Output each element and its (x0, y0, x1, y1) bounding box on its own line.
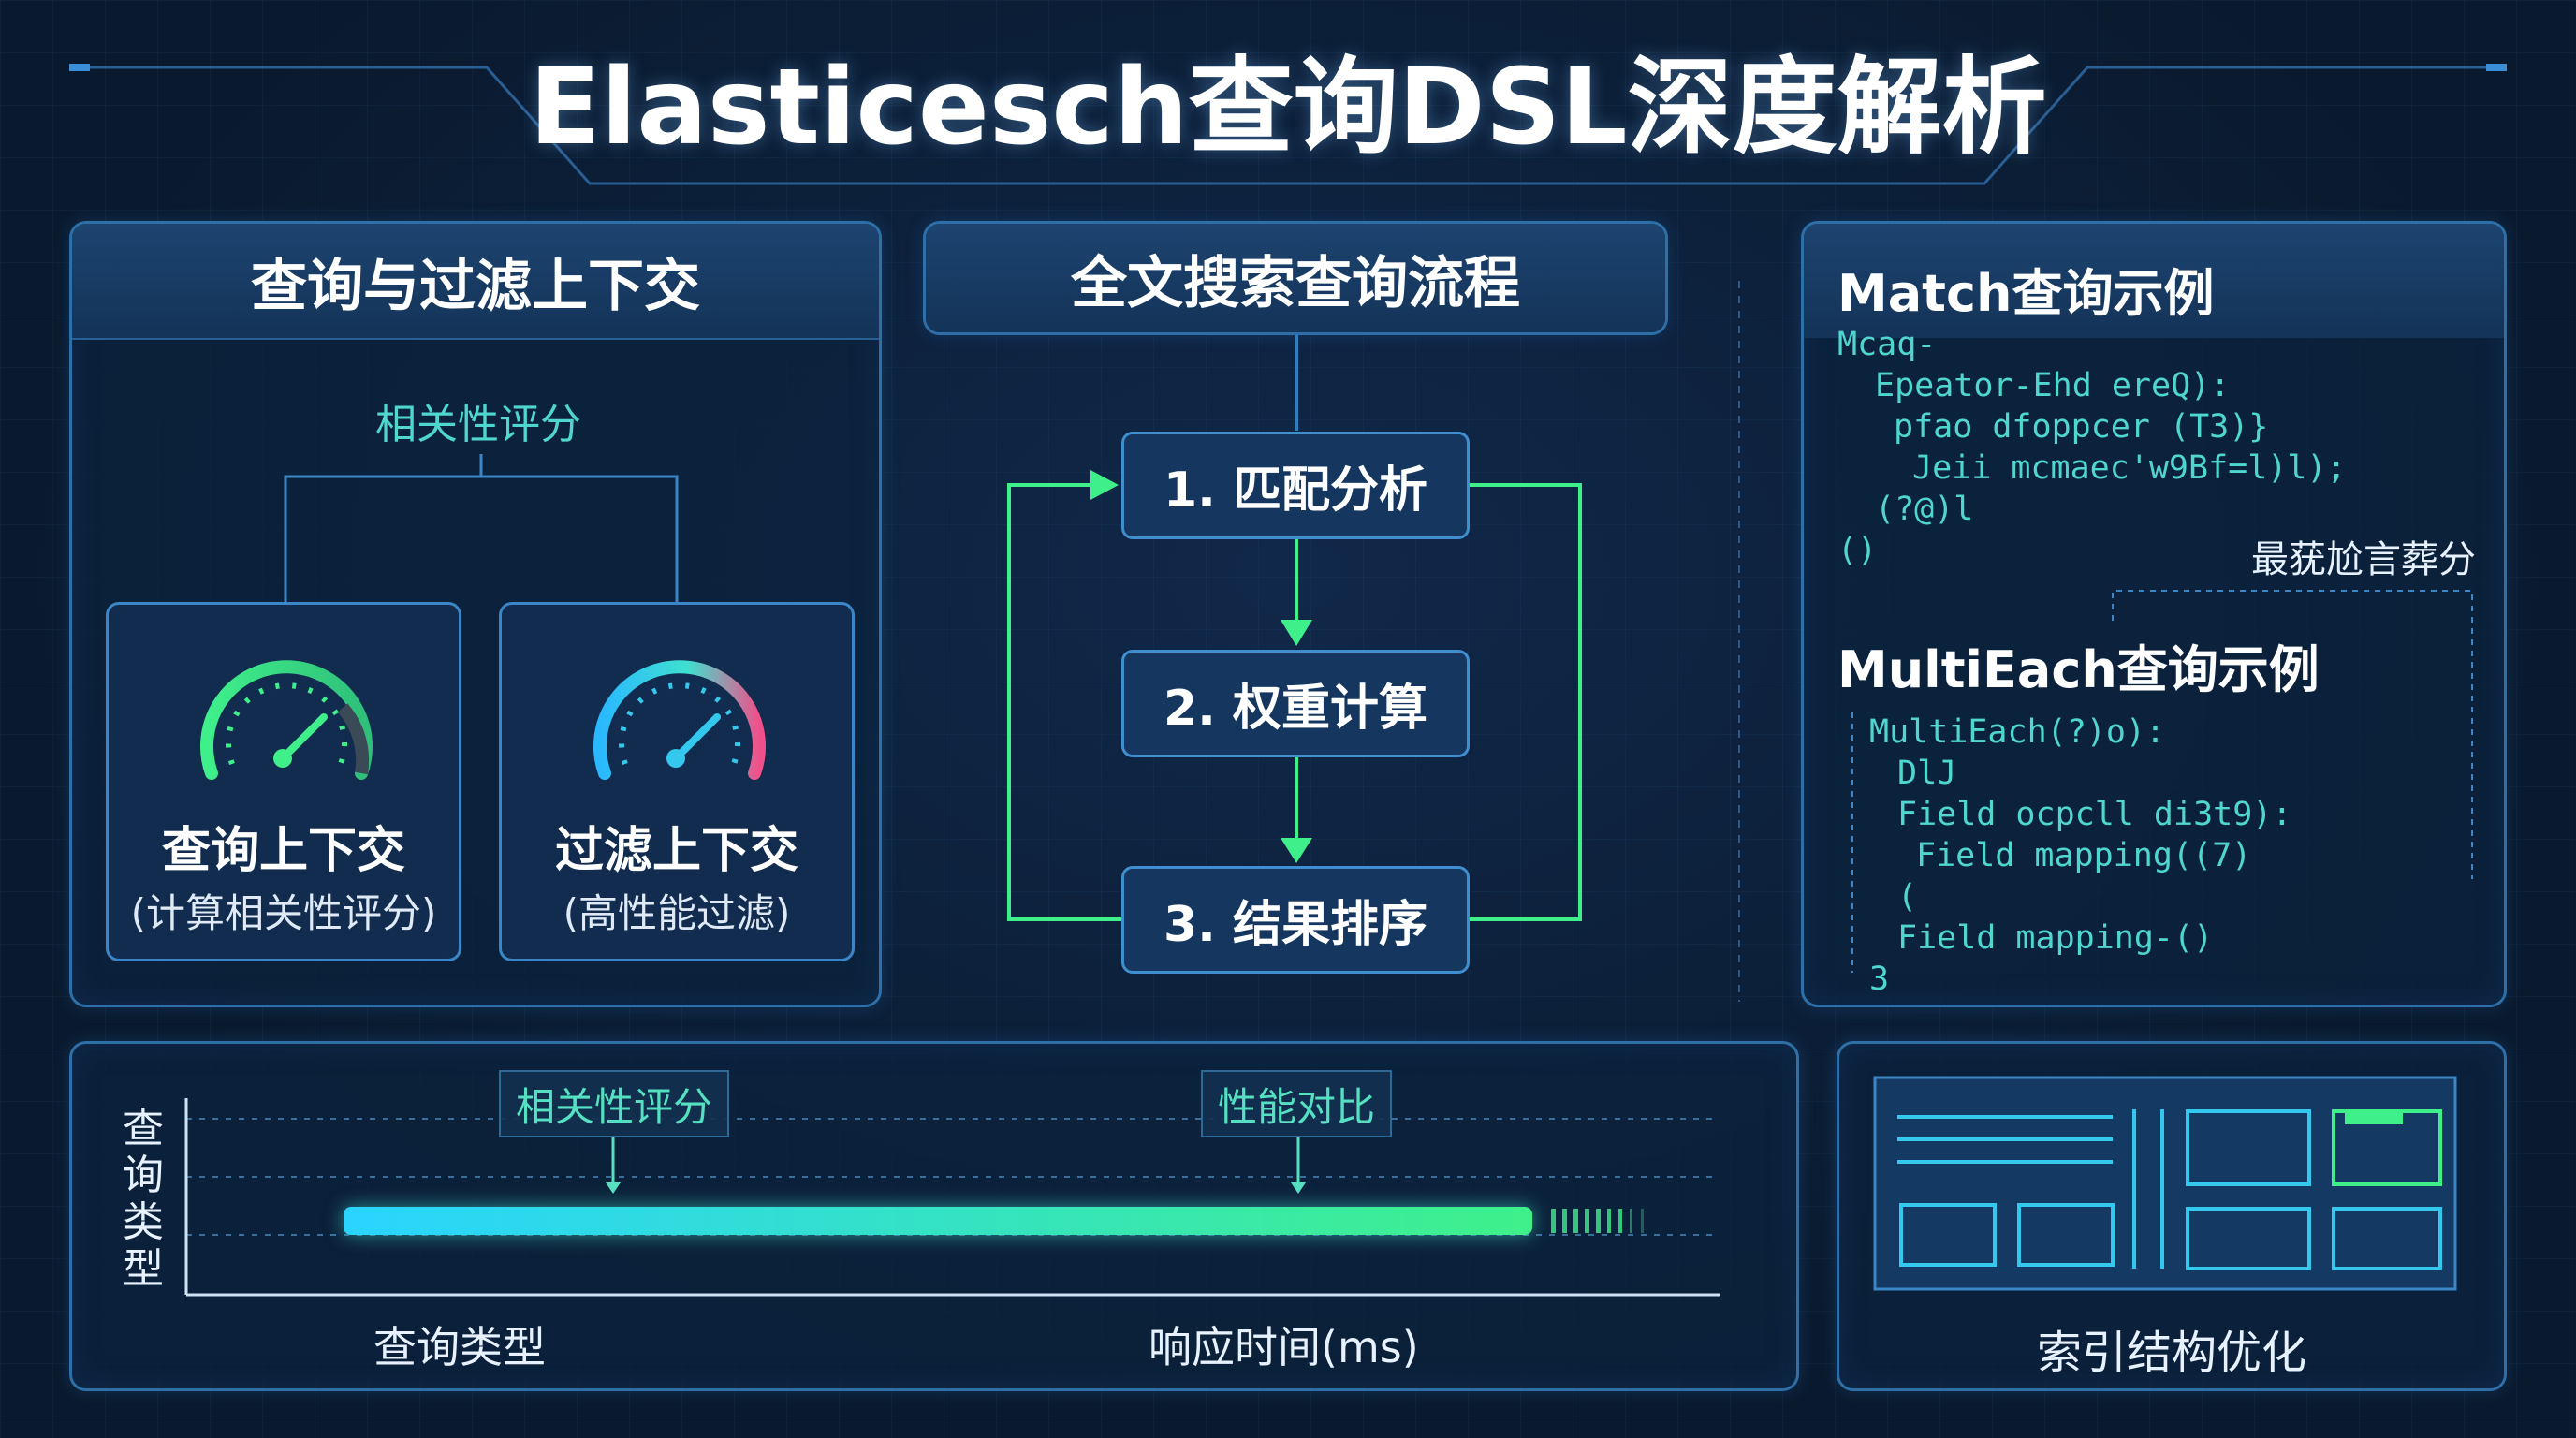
match-code-line: Mcaq- (1837, 326, 1937, 363)
flow-step-3: 3. 结果排序 (1121, 866, 1470, 974)
index-structure-label: 索引结构优化 (2036, 1327, 2306, 1379)
relevance-label: 相关性评分 (375, 401, 581, 448)
match-code-line: Epeator-Ehd ereQ): (1875, 367, 2231, 404)
query-filter-panel: 查询与过滤上下交 相关性评分 查询上下交 (计算相关性评分) (69, 221, 882, 1007)
fulltext-flow-title: 全文搜索查询流程 (926, 224, 1665, 332)
query-filter-panel-title: 查询与过滤上下交 (72, 224, 879, 340)
score-bracket (1852, 590, 2473, 973)
marker-relevance-score: 相关性评分 (499, 1070, 730, 1137)
match-code-line: pfao dfoppcer (T3)} (1894, 408, 2269, 446)
match-query-title: Match查询示例 (1837, 264, 2215, 323)
match-code-line: () (1837, 532, 1878, 569)
multi-code-line: Field mapping-() (1897, 919, 2214, 957)
filter-context-card: 过滤上下交 (高性能过滤) (499, 602, 855, 961)
speedometer-icon (200, 660, 373, 780)
score-label: 最莸尬言葬分 (2251, 538, 2476, 581)
multi-code-line: ( (1897, 878, 1918, 916)
chart-area (184, 1098, 1720, 1297)
flow-step-2: 2. 权重计算 (1121, 650, 1470, 757)
marker-performance-compare: 性能对比 (1201, 1070, 1393, 1137)
multi-code-line: 3 (1869, 961, 1890, 998)
match-panel-head-bg (1804, 224, 2504, 338)
query-context-subtitle: (计算相关性评分) (130, 890, 437, 936)
multi-query-title: MultiEach查询示例 (1837, 640, 2320, 699)
match-query-panel: Match查询示例 Mcaq- Epeator-Ehd ereQ): pfao … (1801, 221, 2507, 1007)
match-code-line: Jeii mcmaec'w9Bf=l)l); (1912, 449, 2347, 487)
speedometer-icon (593, 660, 766, 780)
filter-context-subtitle: (高性能过滤) (563, 890, 791, 936)
query-context-title: 查询上下交 (161, 823, 405, 879)
multi-code-line: Field mapping((7) (1916, 837, 2252, 874)
index-structure-panel: 索引结构优化 (1837, 1041, 2507, 1391)
query-context-card: 查询上下交 (计算相关性评分) (106, 602, 461, 961)
chart-x-label-right: 响应时间(ms) (1149, 1322, 1419, 1372)
performance-chart-panel: 查询类型 相关性评分 性能对比 查询类型 响应时间(ms) (69, 1041, 1799, 1391)
match-code-line: (?@)l (1875, 491, 1974, 528)
index-layout-diagram (1873, 1076, 2457, 1291)
page-title: Elasticesch查询DSL深度解析 (529, 47, 2047, 169)
multi-code-line: DlJ (1897, 755, 1957, 792)
filter-context-title: 过滤上下交 (554, 823, 798, 879)
chart-x-label-left: 查询类型 (373, 1322, 546, 1372)
fulltext-flow-title-bar: 全文搜索查询流程 (923, 221, 1668, 335)
chart-y-label: 查询类型 (123, 1105, 164, 1293)
flow-step-1: 1. 匹配分析 (1121, 432, 1470, 539)
multi-code-line: MultiEach(?)o): (1869, 713, 2166, 751)
tree-connector (284, 454, 679, 603)
multi-code-line: Field ocpcll di3t9): (1897, 796, 2292, 833)
header-frame (69, 64, 2507, 185)
